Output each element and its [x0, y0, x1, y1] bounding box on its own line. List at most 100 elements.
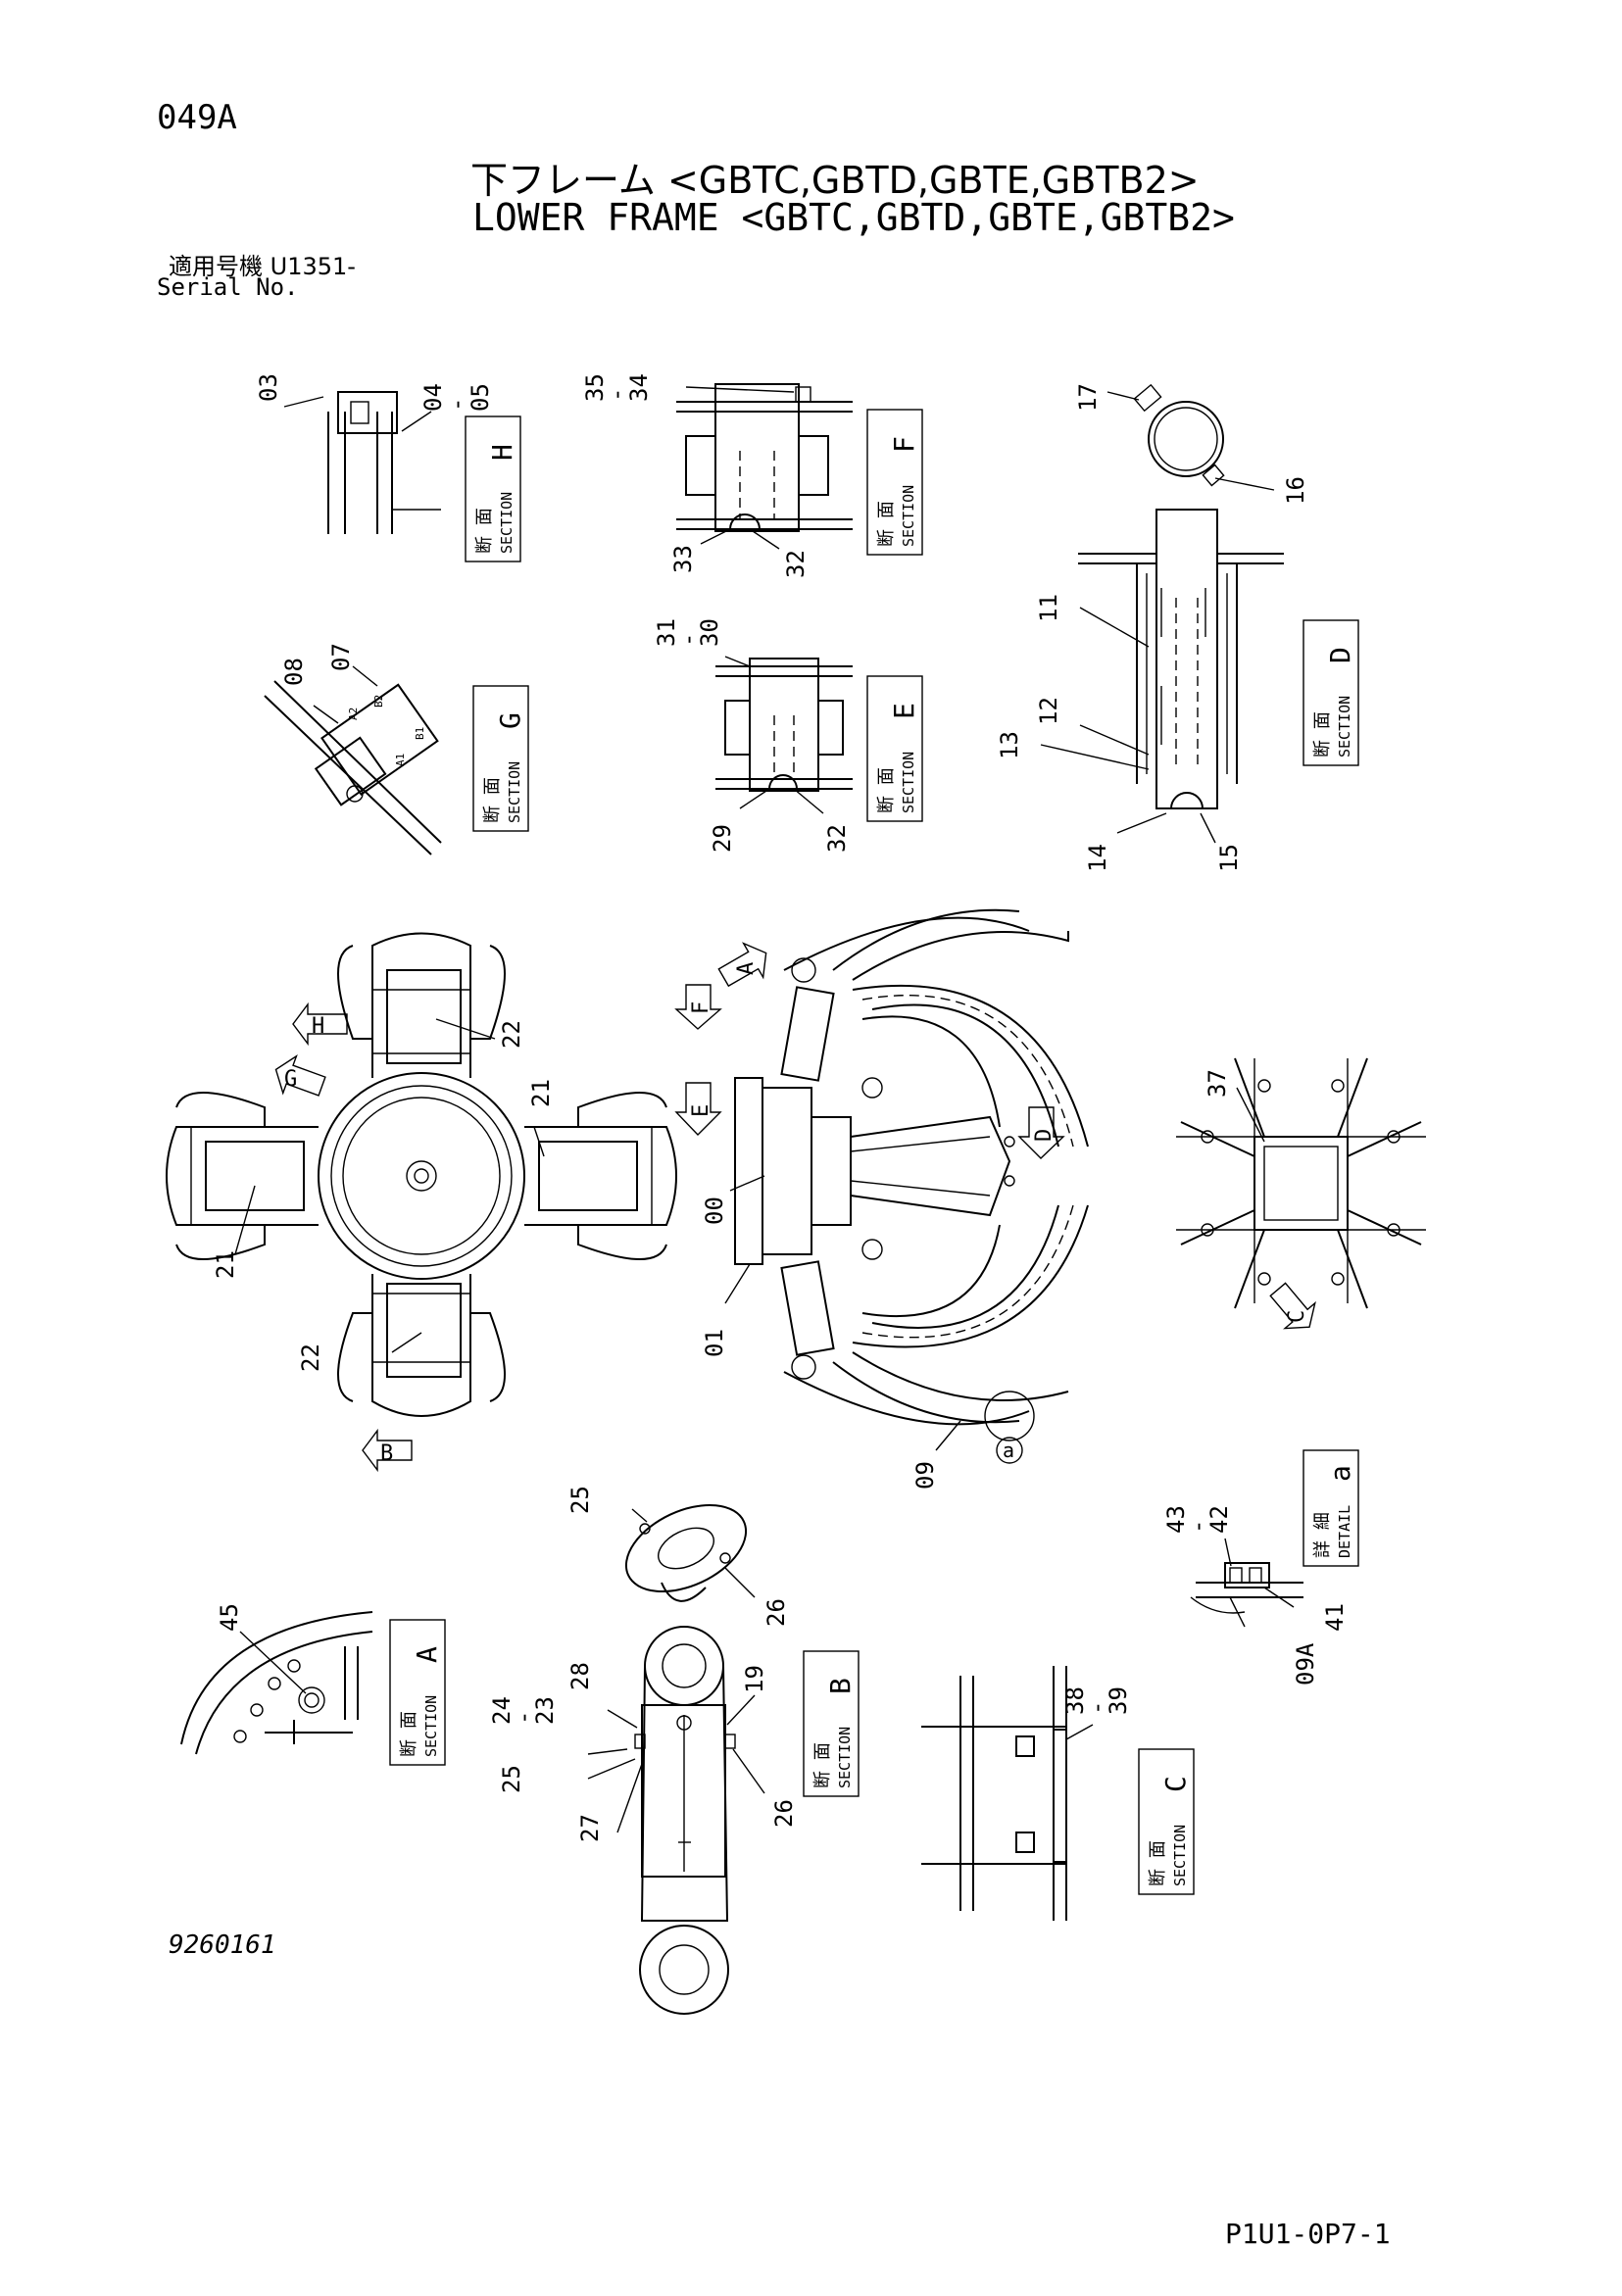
svg-text:F: F	[888, 436, 920, 453]
view-arrow-c: C	[1269, 1282, 1316, 1330]
part-11: 11	[1035, 594, 1062, 622]
cross-view-right	[1176, 1057, 1426, 1309]
svg-text:詳 細: 詳 細	[1312, 1512, 1333, 1558]
svg-text:E: E	[888, 703, 920, 719]
part-09a: 09A	[1292, 1642, 1319, 1685]
section-label-c: 断 面 SECTION C	[1138, 1748, 1195, 1895]
svg-text:断 面: 断 面	[876, 501, 897, 547]
part-03: 03	[255, 373, 282, 402]
lower-frame-plan	[166, 932, 677, 1417]
part-38-39: 38 - 39	[1061, 1686, 1132, 1715]
section-f-view	[676, 383, 853, 550]
svg-text:a: a	[1324, 1465, 1356, 1482]
part-33: 33	[669, 545, 697, 573]
view-arrow-h: H	[292, 1001, 348, 1047]
drawing-number: 9260161	[169, 1930, 276, 1960]
svg-text:断 面: 断 面	[474, 508, 495, 554]
section-e-view	[715, 656, 853, 814]
svg-text:35: 35	[581, 373, 609, 402]
svg-text:B: B	[380, 1441, 393, 1466]
section-d-view	[1040, 509, 1284, 844]
detail-a-view	[1190, 1538, 1303, 1628]
svg-text:F: F	[689, 1001, 713, 1014]
svg-text:SECTION: SECTION	[498, 492, 516, 554]
page-title-en: LOWER FRAME <GBTC,GBTD,GBTE,GBTB2>	[472, 196, 1235, 239]
svg-text:-: -	[510, 1711, 537, 1725]
svg-text:G: G	[494, 712, 526, 729]
svg-text:A1: A1	[394, 754, 407, 766]
svg-text:H: H	[486, 444, 518, 461]
part-32-e: 32	[823, 824, 851, 853]
svg-text:断 面: 断 面	[1312, 711, 1333, 757]
ring-detail	[624, 1503, 756, 1602]
svg-text:B: B	[824, 1678, 857, 1694]
svg-text:B1: B1	[414, 727, 426, 740]
svg-text:E: E	[689, 1104, 713, 1117]
svg-text:SECTION: SECTION	[900, 485, 917, 547]
svg-text:H: H	[312, 1014, 324, 1039]
section-a-view	[180, 1611, 373, 1755]
part-45: 45	[216, 1603, 243, 1632]
view-arrow-a: A	[717, 942, 767, 988]
part-21-right: 21	[527, 1079, 555, 1107]
svg-text:SECTION: SECTION	[1171, 1825, 1189, 1886]
part-28: 28	[566, 1662, 594, 1690]
svg-text:30: 30	[696, 618, 723, 647]
svg-text:D: D	[1032, 1129, 1057, 1142]
serial-label-en: Serial No.	[157, 273, 299, 301]
view-arrow-f: F	[674, 984, 722, 1030]
section-label-d: 断 面 SECTION D	[1303, 619, 1359, 766]
part-19: 19	[741, 1665, 768, 1693]
section-c-view	[921, 1666, 1094, 1921]
part-15: 15	[1215, 844, 1243, 872]
svg-text:SECTION: SECTION	[422, 1695, 440, 1757]
svg-text:断 面: 断 面	[399, 1711, 419, 1757]
part-13: 13	[996, 731, 1023, 759]
section-label-f: 断 面 SECTION F	[866, 409, 923, 556]
svg-text:24: 24	[488, 1696, 516, 1725]
svg-text:SECTION: SECTION	[506, 761, 523, 823]
section-h-view: 03	[255, 373, 441, 534]
part-17: 17	[1074, 383, 1102, 412]
part-25-ring: 25	[566, 1486, 594, 1514]
svg-text:A2: A2	[347, 708, 360, 720]
svg-text:34: 34	[625, 373, 653, 402]
svg-text:-: -	[443, 398, 470, 412]
svg-text:A: A	[734, 962, 759, 975]
view-arrow-d: D	[1017, 1106, 1065, 1159]
serial-label-jp: 適用号機 U1351-	[169, 253, 356, 280]
svg-text:SECTION: SECTION	[1336, 696, 1353, 757]
part-09: 09	[911, 1461, 939, 1490]
svg-text:23: 23	[531, 1696, 559, 1725]
part-21-left: 21	[212, 1250, 239, 1279]
svg-text:断 面: 断 面	[876, 767, 897, 813]
page-title-jp: 下フレーム <GBTC,GBTD,GBTE,GBTB2>	[470, 159, 1200, 202]
section-label-e: 断 面 SECTION E	[866, 675, 923, 822]
svg-text:39: 39	[1105, 1686, 1132, 1715]
svg-text:C: C	[1159, 1776, 1192, 1792]
detail-a-callout: a	[1003, 1439, 1014, 1462]
part-29: 29	[709, 824, 736, 853]
svg-text:C: C	[1285, 1310, 1309, 1323]
part-00: 00	[701, 1197, 728, 1225]
svg-text:43: 43	[1162, 1505, 1190, 1534]
part-27: 27	[576, 1814, 604, 1842]
part-16: 16	[1282, 476, 1309, 505]
part-12: 12	[1035, 697, 1062, 725]
svg-text:断 面: 断 面	[812, 1742, 833, 1788]
part-04-05: 04 - 05	[419, 383, 494, 412]
svg-text:-: -	[674, 633, 702, 647]
part-32: 32	[782, 550, 810, 578]
svg-text:断 面: 断 面	[482, 777, 503, 823]
detail-label-a: 詳 細 DETAIL a	[1303, 1449, 1359, 1567]
page-number: 049A	[157, 98, 237, 137]
section-label-b: 断 面 SECTION B	[803, 1650, 860, 1797]
tube-end-view	[1106, 383, 1275, 491]
part-25-b: 25	[498, 1765, 525, 1793]
svg-text:SECTION: SECTION	[900, 752, 917, 813]
part-14: 14	[1084, 844, 1111, 872]
grapple-side-view	[724, 908, 1089, 1464]
svg-text:04: 04	[419, 383, 447, 412]
part-31-30: 31 - 30	[653, 618, 723, 647]
